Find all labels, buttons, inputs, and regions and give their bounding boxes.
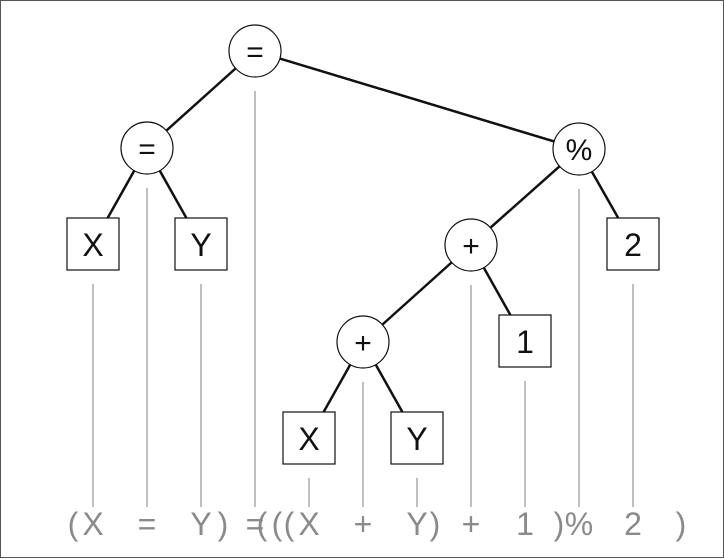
operand-box	[174, 217, 228, 271]
node-label: 1	[516, 324, 534, 360]
edge-eq_root-mod	[279, 57, 555, 143]
expression-token: 2	[624, 506, 642, 542]
operator-circle	[120, 121, 174, 175]
node-label: =	[246, 36, 264, 69]
node-label: X	[298, 421, 319, 457]
edge-eq_left-x1	[106, 170, 136, 219]
guide-lines	[92, 91, 634, 507]
operator-circle	[336, 315, 390, 369]
node-x1: X	[66, 217, 120, 271]
node-eq_left: =	[120, 121, 174, 175]
edge-plus_inner-y2	[374, 364, 404, 413]
expression-token: (	[68, 506, 79, 542]
expression-token: Y	[406, 506, 427, 542]
expression-token: )	[676, 506, 687, 542]
edge-eq_root-eq_left	[165, 67, 237, 132]
operand-box	[66, 217, 120, 271]
expression-token: +	[462, 506, 481, 542]
expression-token: X	[82, 506, 103, 542]
node-label: =	[138, 133, 156, 166]
node-label: +	[462, 230, 480, 263]
expression-token: 1	[516, 506, 534, 542]
expression-token: Y	[190, 506, 211, 542]
expression-token: =	[138, 506, 157, 542]
node-y1: Y	[174, 217, 228, 271]
expression-token: X	[298, 506, 319, 542]
expression-token: (	[257, 506, 268, 542]
node-label: Y	[406, 421, 427, 457]
node-mod: %	[552, 122, 606, 176]
node-plus_outer: +	[444, 218, 498, 272]
edge-eq_left-y1	[158, 170, 188, 219]
expression-token: +	[354, 506, 373, 542]
operator-circle	[552, 122, 606, 176]
edge-plus_inner-x2	[322, 364, 352, 413]
node-eq_root: =	[228, 24, 282, 78]
expression-token: =	[246, 506, 265, 542]
expression-token: %	[565, 506, 593, 542]
node-plus_inner: +	[336, 315, 390, 369]
expression-token: (	[284, 506, 295, 542]
edge-mod-plus_outer	[489, 165, 561, 229]
operand-box	[282, 411, 336, 465]
node-x2: X	[282, 411, 336, 465]
operand-box	[606, 217, 660, 271]
node-label: 2	[624, 227, 642, 263]
edge-plus_outer-plus_inner	[381, 261, 453, 326]
expression-token: )	[430, 506, 441, 542]
expression-token: )	[554, 506, 565, 542]
node-label: +	[354, 327, 372, 360]
operator-circle	[444, 218, 498, 272]
edge-plus_outer-one	[482, 267, 512, 316]
node-y2: Y	[390, 411, 444, 465]
node-label: Y	[190, 227, 211, 263]
operand-box	[390, 411, 444, 465]
tree-edges	[106, 57, 620, 413]
node-label: X	[82, 227, 103, 263]
operand-box	[498, 314, 552, 368]
node-label: %	[566, 134, 593, 167]
node-two: 2	[606, 217, 660, 271]
expression-text: (X=Y)=(((X+Y)+1)%2)	[68, 506, 687, 542]
operator-circle	[228, 24, 282, 78]
node-one: 1	[498, 314, 552, 368]
expression-token: (	[272, 506, 283, 542]
edge-mod-two	[590, 170, 620, 219]
expression-token: )	[218, 506, 229, 542]
